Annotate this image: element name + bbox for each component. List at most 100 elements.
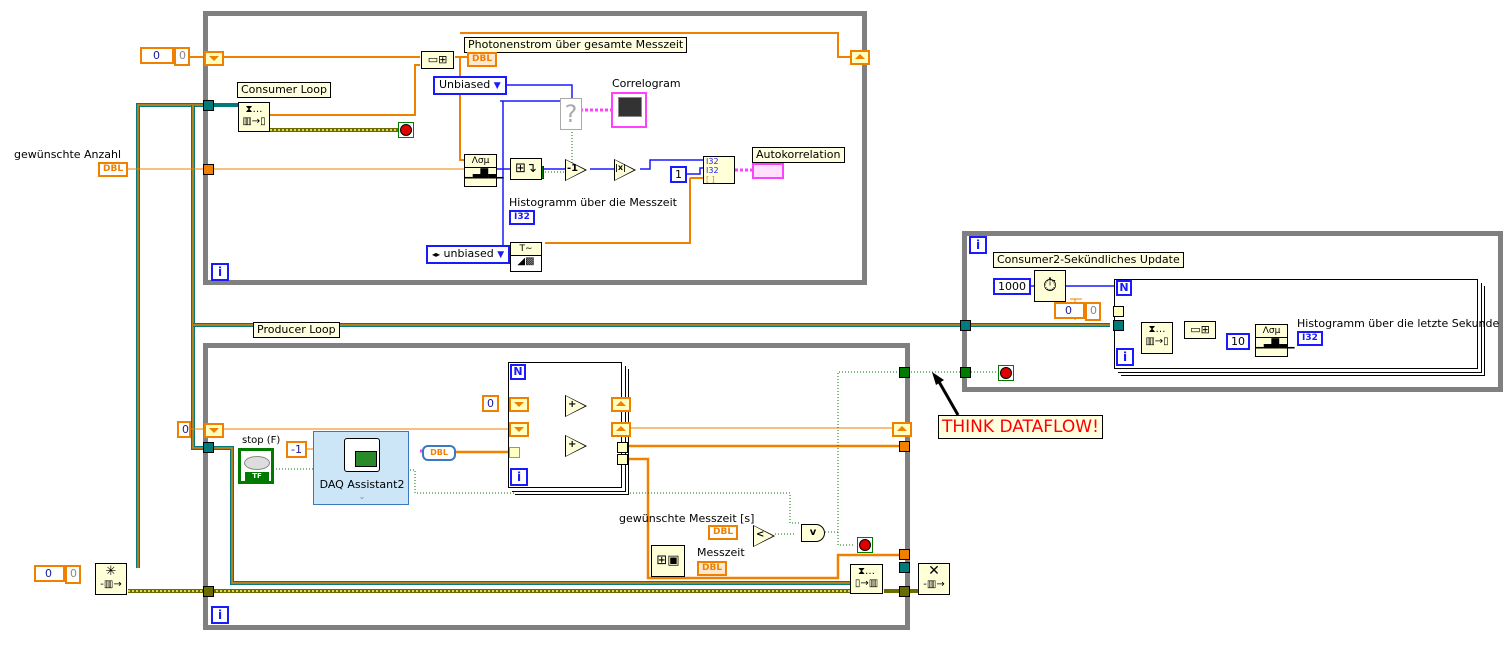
photonenstrom-indicator: DBL	[467, 52, 498, 67]
producer-stop-terminal[interactable]	[857, 537, 873, 553]
for-loop-shift-left-1	[509, 397, 529, 412]
index-one-constant[interactable]: 1	[670, 166, 687, 183]
autokorrelation-indicator	[752, 163, 784, 179]
correlogram-label: Correlogram	[612, 77, 681, 90]
consumer-stop-terminal[interactable]	[398, 122, 414, 138]
queue-glyph-icon: -▥→	[923, 579, 945, 590]
missing-subvi-node[interactable]: ?	[560, 98, 582, 130]
consumer2-stop-terminal[interactable]	[998, 365, 1014, 381]
gewuenschte-messzeit-label: gewünschte Messzeit [s]	[619, 512, 755, 525]
histogram-glyph: Λσμ	[465, 155, 496, 168]
consumer2-queue-indicator: 0	[1085, 302, 1101, 321]
hourglass-icon: ⧗…	[857, 566, 876, 577]
histogram-bars-icon: ▁▃▇▃▁	[465, 168, 504, 179]
build-array-node-top[interactable]: ▭⊞	[421, 51, 454, 69]
dequeue-element-node-2[interactable]: ⧗… ▥→▯	[1141, 322, 1173, 354]
producer-shift-register-right	[892, 422, 912, 437]
for-loop-shift-right-2	[611, 422, 631, 437]
dynamic-data-converter[interactable]: DBL	[422, 445, 456, 461]
graph-icon	[618, 97, 642, 117]
consumer-loop-label: Consumer Loop	[237, 82, 331, 98]
bundle-i32-1: I32	[706, 157, 719, 166]
producer-shift-register-left	[204, 423, 224, 438]
histogramm-messzeit-label: Histogramm über die Messzeit	[509, 196, 677, 209]
enqueue-element-node[interactable]: ⧗… ▯→▥	[850, 564, 883, 594]
consumer2-for-queue-tunnel	[1113, 320, 1124, 331]
correlogram-graph-indicator	[611, 92, 647, 128]
consumer2-queue-control[interactable]: 0	[1054, 302, 1085, 319]
gewuenschte-anzahl-control[interactable]: DBL	[98, 162, 129, 177]
gewuenschte-messzeit-control[interactable]: DBL	[708, 525, 739, 540]
producer-for-loop-iteration-terminal: i	[510, 468, 528, 486]
add-label-2: +	[568, 439, 577, 450]
stop-button-tf: TF	[245, 472, 269, 481]
unbiased-top-value: Unbiased	[439, 78, 491, 91]
for-loop-output-tunnel-1	[617, 442, 628, 453]
queue-ref-wires	[136, 103, 1140, 585]
build-array-icon: ▭⊞	[427, 53, 448, 66]
for-loop-shift-right-1	[611, 397, 631, 412]
metronome-icon: ⏱	[1042, 275, 1058, 296]
ramp-icon: ◢▩	[517, 256, 535, 267]
unbiased-ring-bottom[interactable]: ◂▸ unbiased ▼	[426, 245, 511, 264]
unbiased-ring-top[interactable]: Unbiased ▼	[433, 76, 507, 95]
autokorrelation-label: Autokorrelation	[752, 147, 845, 163]
release-queue-node[interactable]: ✕ -▥→	[918, 563, 950, 595]
obtain-queue-node[interactable]: ✳ -▥→	[95, 563, 127, 595]
stop-button-icon	[244, 456, 270, 470]
add-node-1[interactable]	[565, 395, 587, 417]
daq-card-icon	[344, 438, 380, 472]
bundle-node[interactable]: I32 I32 [ ]	[703, 156, 735, 184]
less-than-node[interactable]	[753, 525, 775, 547]
dequeue-icon: ▥→▯	[242, 116, 266, 127]
histogram-bins-constant[interactable]: 10	[1226, 333, 1250, 350]
queue-size-control-top[interactable]: 0	[140, 47, 174, 64]
negate-node[interactable]	[565, 159, 587, 181]
for-loop-init-constant[interactable]: 0	[482, 395, 499, 412]
producer-error-tunnel-left	[203, 586, 214, 597]
array-subset-node[interactable]: ⊞↴	[510, 158, 542, 180]
producer-while-loop	[203, 343, 910, 630]
consumer-queue-tunnel	[203, 100, 214, 111]
error-wires	[128, 128, 920, 593]
producer-for-loop-count-terminal: N	[510, 364, 526, 380]
absolute-value-node[interactable]	[614, 159, 636, 181]
consumer-shift-register-right	[850, 50, 870, 65]
consumer-shift-register-left	[204, 51, 224, 66]
stop-button-control[interactable]: TF	[238, 448, 274, 484]
expand-icon: ⌄	[358, 492, 366, 501]
consumer-loop-iteration-terminal: i	[211, 263, 229, 281]
release-x-icon: ✕	[928, 563, 940, 579]
or-node[interactable]: v	[801, 524, 825, 542]
array-subset-icon: ⊞↴	[515, 161, 537, 176]
histogramm-letzte-sekunde-indicator: I32	[1297, 331, 1323, 346]
daq-timeout-constant[interactable]: -1	[286, 441, 307, 458]
histogram-node-consumer2[interactable]: Λσμ ▁▃▇▃▁	[1255, 324, 1295, 357]
array-size-node[interactable]: ⊞▣	[651, 545, 685, 577]
autocorrelation-node[interactable]: T∼ ◢▩	[510, 242, 542, 272]
consumer2-stop-tunnel	[960, 367, 971, 378]
histogram-bars-icon: ▁▃▇▃▁	[1256, 338, 1295, 349]
add-node-2[interactable]	[565, 435, 587, 457]
daq-assistant-node[interactable]: DAQ Assistant2 ⌄	[313, 431, 409, 505]
daq-assistant-label: DAQ Assistant2	[319, 478, 405, 491]
negate-label: -1	[567, 163, 579, 174]
for-loop-output-tunnel-2	[617, 454, 628, 465]
wait-ms-constant[interactable]: 1000	[993, 278, 1031, 295]
photonenstrom-label: Photonenstrom über gesamte Messzeit	[464, 37, 688, 53]
consumer2-for-loop	[1114, 279, 1478, 369]
dropdown-arrow-icon: ▼	[493, 81, 501, 91]
histogram-node-top[interactable]: Λσμ ▁▃▇▃▁	[464, 154, 504, 187]
unbiased-bottom-value: unbiased	[443, 247, 494, 260]
consumer2-queue-value: 0	[1065, 304, 1072, 317]
producer-loop-iteration-terminal: i	[211, 606, 229, 624]
stop-button-label: stop (F)	[242, 435, 281, 446]
build-array-node-consumer2[interactable]: ▭⊞	[1184, 321, 1216, 339]
consumer2-queue-tunnel	[960, 320, 971, 331]
wait-until-next-ms-node[interactable]: ⏱	[1034, 270, 1066, 302]
dequeue-element-node[interactable]: ⧗… ▥→▯	[238, 102, 270, 132]
consumer-anzahl-tunnel	[203, 164, 214, 175]
producer-shift-init-constant[interactable]: 0	[177, 421, 191, 438]
queue-size-control-bottom[interactable]: 0	[34, 565, 65, 582]
